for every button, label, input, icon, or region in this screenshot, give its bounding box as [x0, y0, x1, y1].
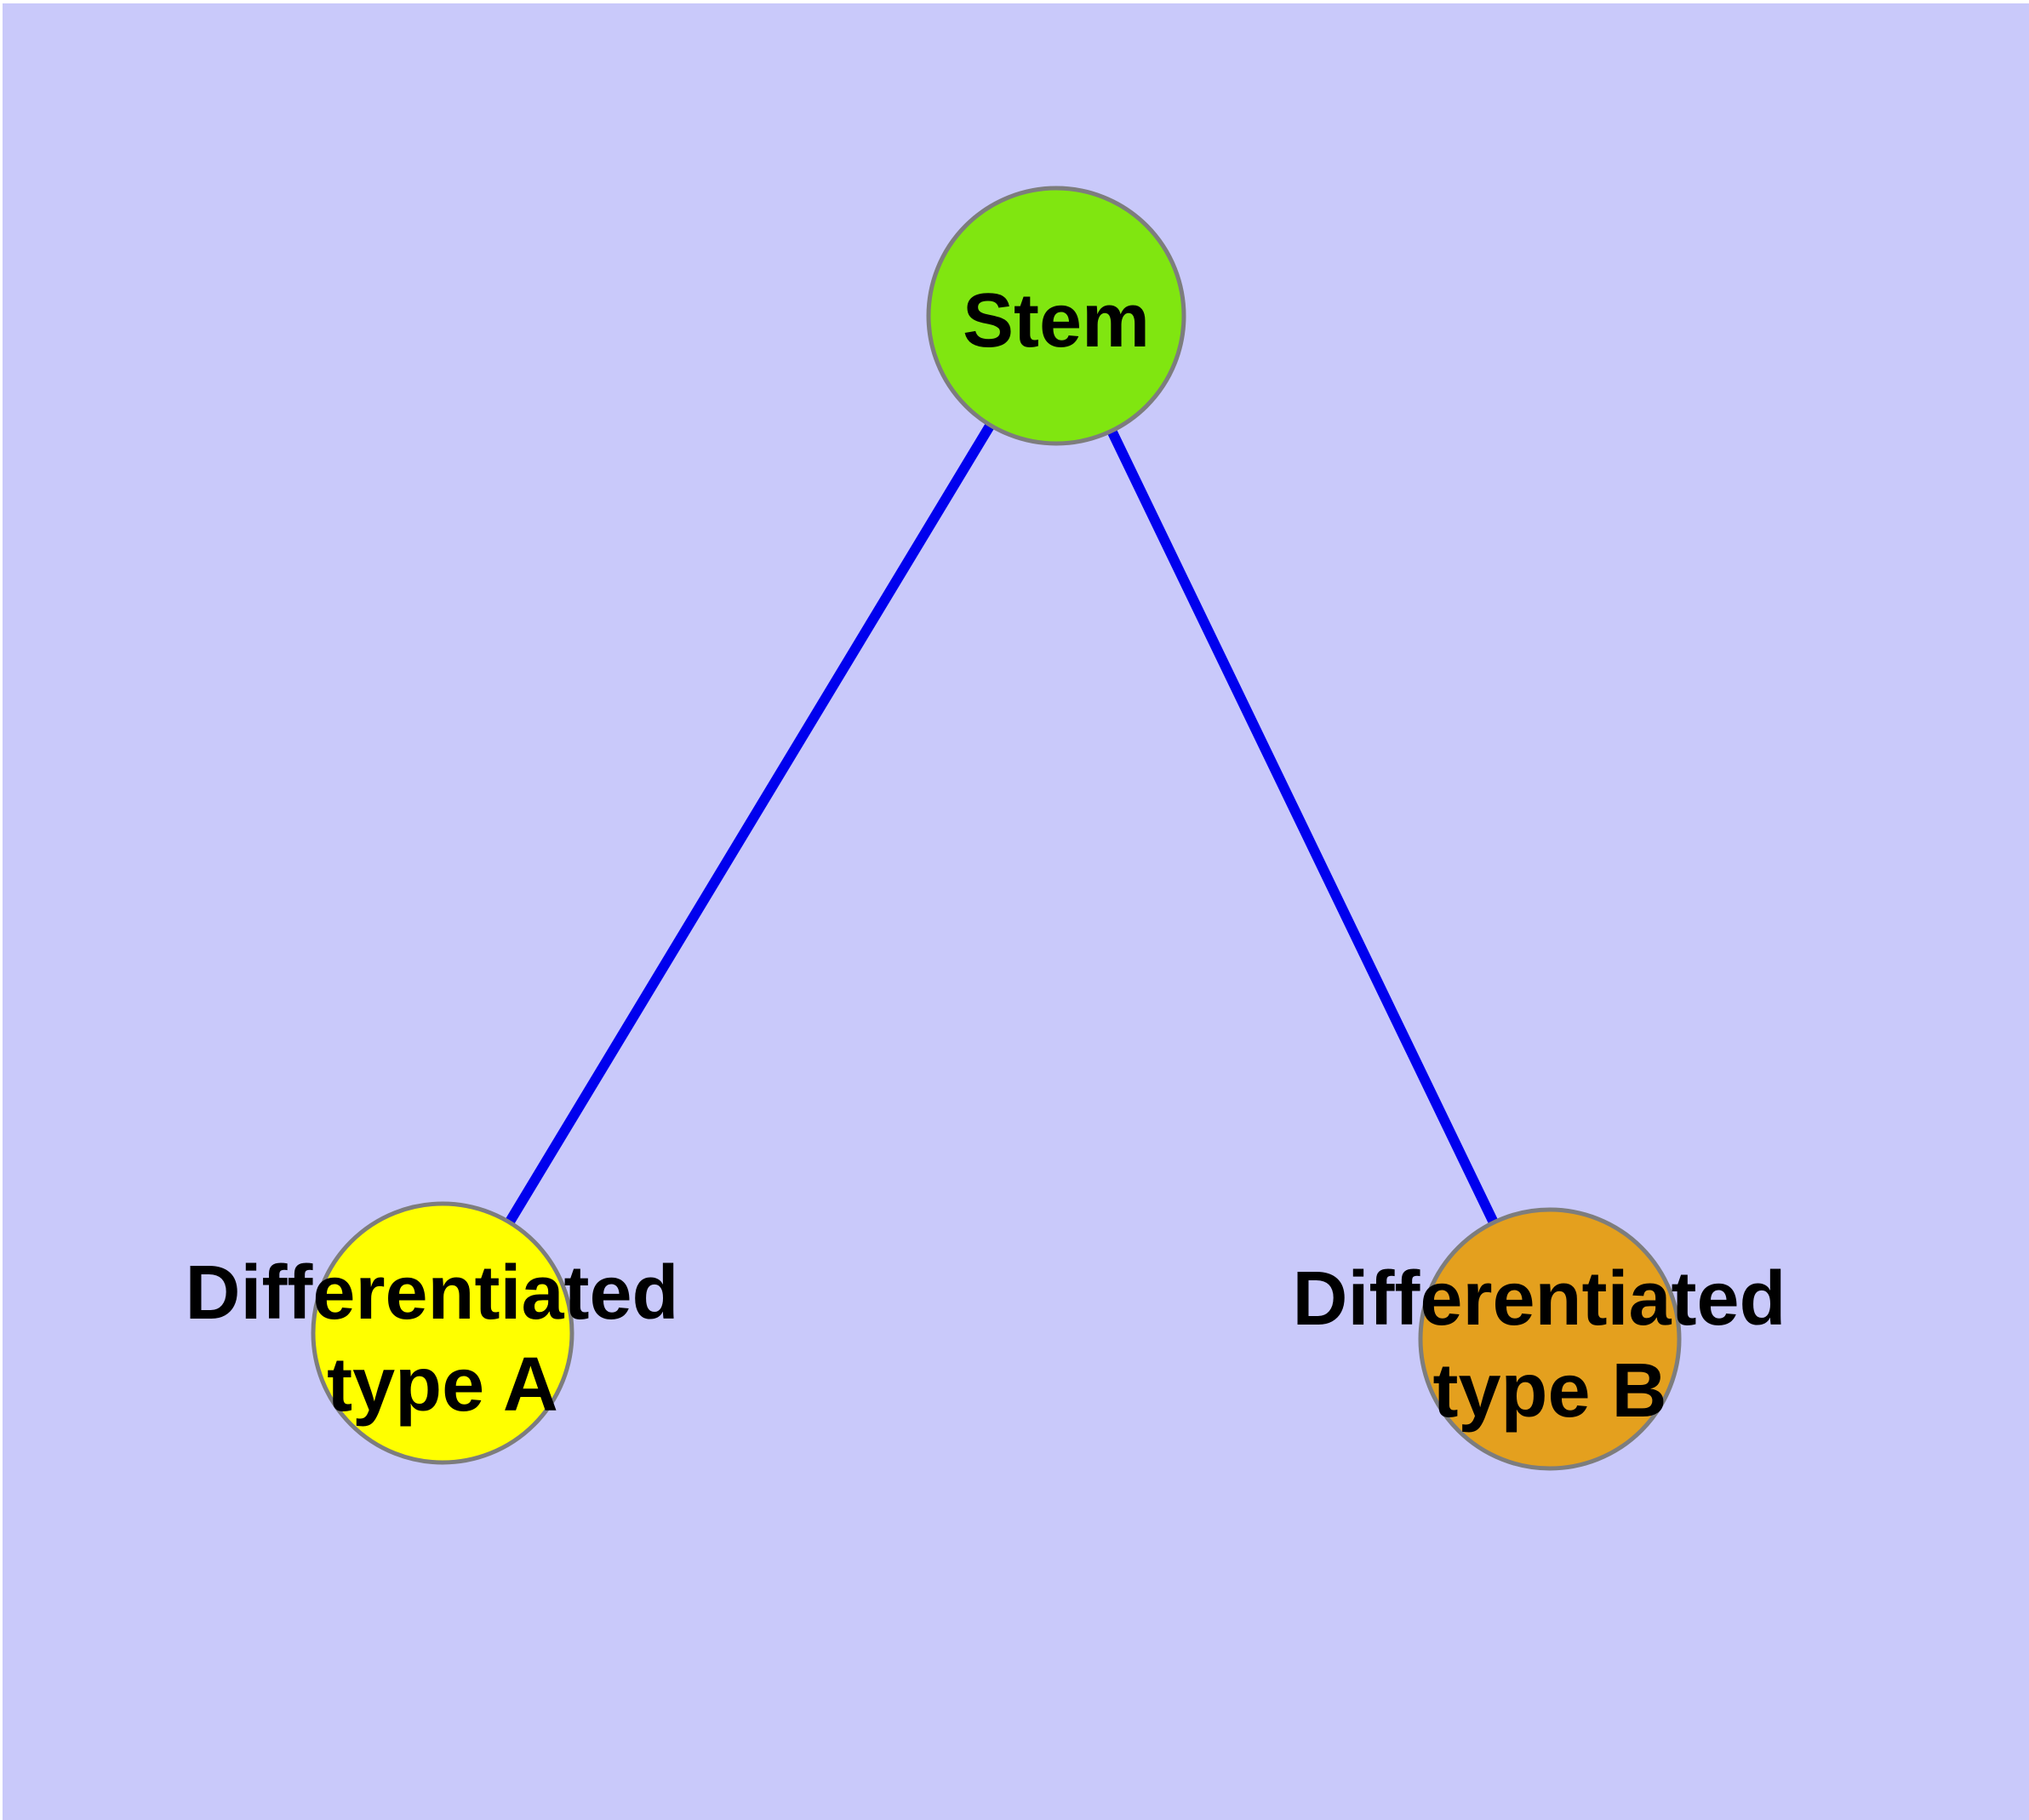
node-differentiated-type-a — [311, 1201, 574, 1465]
node-label-differentiated-type-b-line2: type B — [1432, 1348, 1666, 1434]
node-label-differentiated-type-b: Differentiated type B — [1292, 1256, 1807, 1434]
node-differentiated-type-b — [1418, 1207, 1682, 1471]
node-label-differentiated-type-b-line1: Differentiated — [1292, 1256, 1786, 1342]
node-label-differentiated-type-a-line2: type A — [327, 1342, 558, 1428]
node-label-differentiated-type-a: Differentiated type A — [185, 1251, 700, 1428]
edge-stem-to-type-a — [437, 312, 1061, 1336]
node-stem — [926, 186, 1186, 446]
node-label-differentiated-type-a-line1: Differentiated — [185, 1251, 678, 1336]
node-label-stem: Stem — [963, 278, 1150, 363]
edge-stem-to-type-b — [1051, 313, 1555, 1342]
